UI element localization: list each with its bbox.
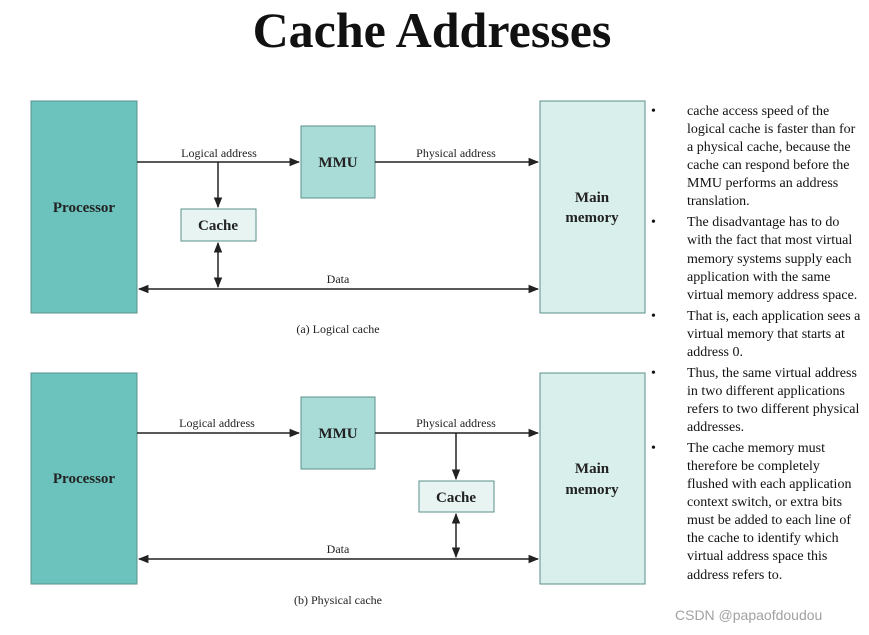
mmu-label: MMU [318, 155, 357, 171]
physical-address-label: Physical address [416, 416, 496, 430]
processor-label: Processor [53, 200, 116, 216]
main-memory-box [539, 100, 646, 314]
main-memory-label: memory [565, 482, 619, 498]
cache-diagram: Processor MMU Main memory Cache Logical … [30, 100, 646, 607]
bullet-list: • cache access speed of the logical cache… [651, 103, 863, 587]
processor-box [30, 372, 138, 585]
data-label: Data [327, 542, 350, 556]
data-label: Data [327, 272, 350, 286]
bullet-text: The disadvantage has to do with the fact… [687, 215, 858, 303]
processor-box [30, 100, 138, 314]
cache-box [418, 480, 495, 513]
bullet-text: The cache memory must therefore be compl… [687, 440, 852, 583]
bullet-item: • Thus, the same virtual address in two d… [651, 365, 863, 437]
logical-address-label: Logical address [179, 416, 255, 430]
mmu-box [300, 125, 376, 199]
bullet-dot: • [651, 308, 656, 324]
page-title: Cache Addresses [252, 2, 612, 58]
cache-box [180, 208, 257, 242]
bullet-item: • cache access speed of the logical cache… [651, 103, 863, 212]
logical-address-label: Logical address [181, 146, 257, 160]
bullet-dot: • [651, 104, 656, 119]
main-memory-label: Main [575, 461, 610, 477]
cache-label: Cache [198, 218, 238, 234]
bullet-item: • That is, each application sees a virtua… [651, 308, 863, 362]
bullet-item: • The cache memory must therefore be comp… [651, 440, 863, 585]
watermark: CSDN @papaofdoudou [675, 607, 823, 623]
main-memory-label: memory [565, 210, 619, 226]
logical-cache-diagram: Processor MMU Main memory Cache Logical … [30, 100, 646, 336]
bullet-text: cache access speed of the logical cache … [687, 104, 856, 210]
diagram-caption: (a) Logical cache [296, 322, 379, 336]
bullet-dot: • [651, 215, 656, 231]
bullet-text: That is, each application sees a virtual… [687, 308, 861, 360]
bullet-dot: • [651, 440, 656, 456]
processor-label: Processor [53, 471, 116, 487]
physical-address-label: Physical address [416, 146, 496, 160]
diagram-caption: (b) Physical cache [294, 593, 382, 607]
bullet-item: • The disadvantage has to do with the fac… [651, 214, 863, 304]
bullet-dot: • [651, 365, 656, 381]
physical-cache-diagram: Processor MMU Main memory Cache Logical … [30, 372, 646, 607]
main-memory-label: Main [575, 190, 610, 206]
cache-label: Cache [436, 490, 476, 506]
main-memory-box [539, 372, 646, 585]
bullet-text: Thus, the same virtual address in two di… [687, 365, 860, 435]
mmu-label: MMU [318, 426, 357, 442]
